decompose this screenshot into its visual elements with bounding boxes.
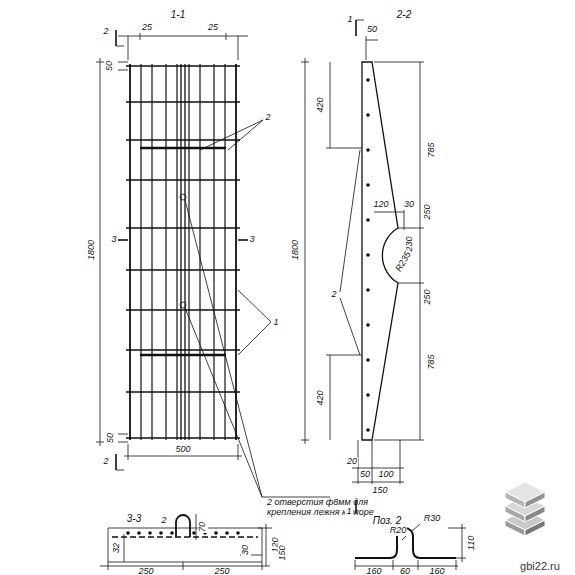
dimension-label: 160 xyxy=(428,567,445,575)
rebar-sections xyxy=(126,78,370,535)
dimension-label: 250 xyxy=(423,203,433,220)
dimension-label: R20 xyxy=(389,526,408,536)
dimension-label: 250 xyxy=(423,288,433,305)
logo xyxy=(505,482,545,536)
dimension-label: 500 xyxy=(174,445,191,455)
dimension-label: 120 xyxy=(372,200,389,210)
dimension-label: R30 xyxy=(423,514,442,524)
rebar-mesh xyxy=(126,64,240,440)
dimension-label: 250 xyxy=(213,567,230,575)
dimension-label: 3 xyxy=(248,235,255,245)
dimension-lines xyxy=(96,20,466,570)
dimension-label: 30 xyxy=(403,200,415,210)
section-profile xyxy=(362,62,398,440)
section-title: 2-2 xyxy=(396,9,412,20)
dimension-label: 1 xyxy=(346,15,353,25)
dimension-label: 420 xyxy=(316,96,326,113)
dimension-label: 1800 xyxy=(291,239,301,261)
dimension-label: 2 xyxy=(264,113,271,123)
watermark: gbi22.ru xyxy=(519,560,561,572)
section-title: Поз. 2 xyxy=(372,515,402,526)
dimension-label: 50 xyxy=(105,60,115,72)
dimension-label: 785 xyxy=(427,353,437,370)
dimension-label: 2 xyxy=(102,457,109,467)
dimension-label: 32 xyxy=(112,542,122,554)
dimension-label: 20 xyxy=(346,457,358,467)
dimension-label: 1800 xyxy=(87,239,97,261)
dimension-label: 420 xyxy=(316,389,326,406)
loop-bar xyxy=(176,515,190,537)
section-title: 1-1 xyxy=(170,9,186,20)
dimension-label: 60 xyxy=(399,567,411,575)
dimension-label: 150 xyxy=(371,486,388,496)
dimension-label: 50 xyxy=(366,25,378,35)
section-title: 3-3 xyxy=(126,513,142,524)
dimension-label: 1 xyxy=(272,318,279,328)
dimension-label: 2 xyxy=(102,27,109,37)
dimension-label: 30 xyxy=(241,544,251,556)
dimension-label: 160 xyxy=(365,567,382,575)
dimension-label: 3 xyxy=(110,235,117,245)
dimension-label: 25 xyxy=(141,23,153,33)
note-text: 2 отверстия ф8мм для крепления лежня к о… xyxy=(266,498,388,518)
dimension-label: 2 xyxy=(160,516,167,526)
dimension-label: 70 xyxy=(198,521,208,533)
dimension-label: 150 xyxy=(278,544,288,561)
dimension-label: 50 xyxy=(106,432,116,444)
dimension-label: 100 xyxy=(377,470,394,480)
dimension-label: 250 xyxy=(137,567,154,575)
dimension-label: 2 xyxy=(330,290,337,300)
dimension-label: 1 xyxy=(345,507,352,517)
dimension-label: 110 xyxy=(467,535,477,551)
dimension-label: 25 xyxy=(207,23,219,33)
dimension-label: 785 xyxy=(427,141,437,158)
dimension-label: R235 xyxy=(394,249,414,274)
dimension-label: 50 xyxy=(359,470,371,480)
